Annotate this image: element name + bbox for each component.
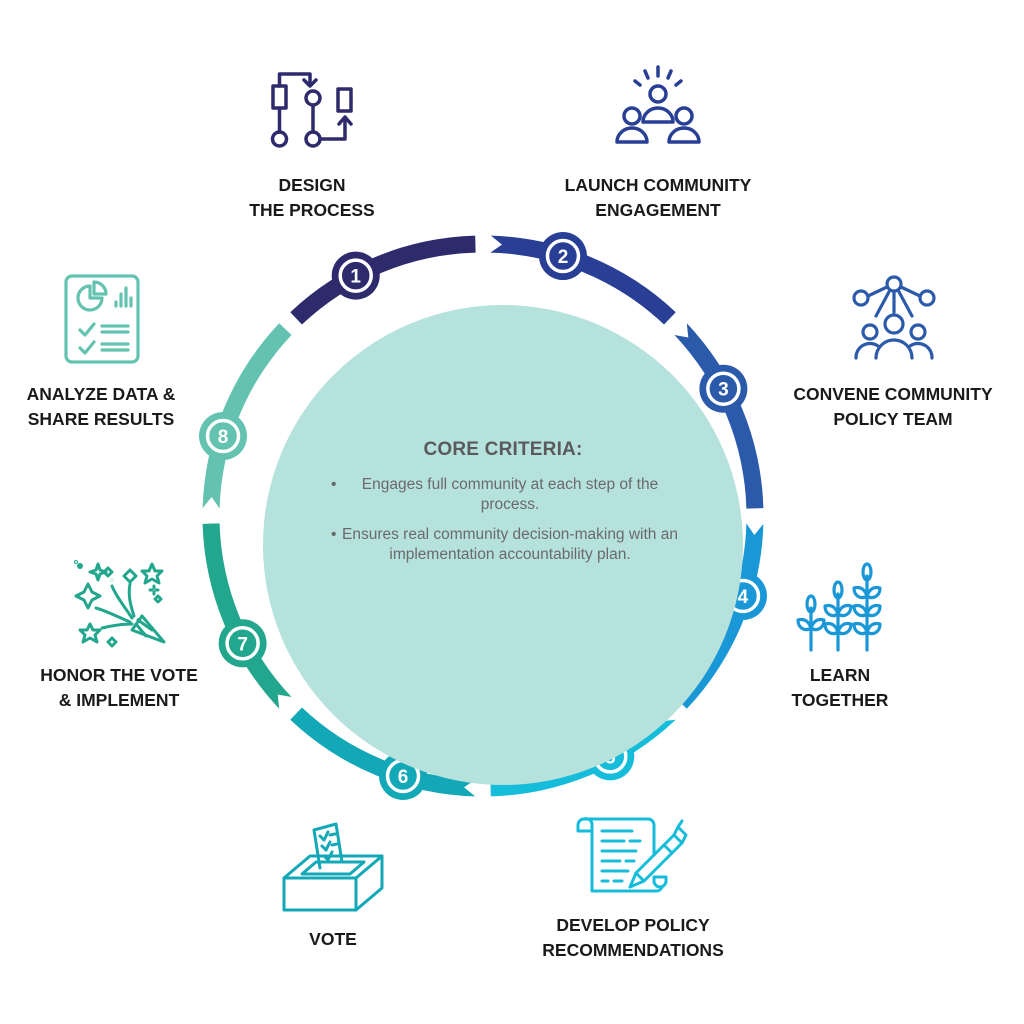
growing-plants-icon: [796, 562, 882, 652]
core-criteria-item: Ensures real community decision-making w…: [325, 525, 681, 565]
step-number: 8: [218, 427, 229, 448]
ballot-box-icon: [282, 822, 384, 912]
step-7-label: HONOR THE VOTE & IMPLEMENT: [40, 663, 198, 713]
flowchart-icon: [270, 72, 353, 148]
ring-segment-8: [202, 323, 292, 509]
ring-segment-3: [674, 323, 764, 509]
step-6-label-line: VOTE: [309, 929, 357, 949]
step-5-label-line: RECOMMENDATIONS: [542, 940, 724, 960]
step-5-label-line: DEVELOP POLICY: [556, 915, 710, 935]
network-team-icon: [852, 275, 936, 360]
step-node-7: 7: [218, 619, 267, 668]
step-number: 7: [237, 634, 248, 655]
step-6-label: VOTE: [309, 927, 357, 952]
party-popper-icon: [74, 560, 166, 648]
step-number: 3: [718, 380, 729, 401]
report-chart-icon: [64, 274, 140, 364]
step-8-label-line: SHARE RESULTS: [27, 409, 175, 429]
step-7-label-line: HONOR THE VOTE: [40, 665, 198, 685]
step-node-inner-ring: [338, 258, 373, 293]
step-2-label-line: LAUNCH COMMUNITY: [564, 175, 752, 195]
step-node-1: 1: [331, 251, 380, 300]
step-1-label: DESIGN THE PROCESS: [249, 173, 374, 223]
step-4-label-line: LEARN: [809, 665, 871, 685]
people-announcement-icon: [615, 65, 701, 144]
ring-segment-7: [202, 523, 292, 709]
step-node-2: 2: [538, 232, 587, 281]
step-number: 2: [558, 247, 569, 268]
step-number: 4: [738, 587, 749, 608]
step-2-label: LAUNCH COMMUNITY ENGAGEMENT: [565, 173, 752, 223]
step-node-3: 3: [699, 364, 748, 413]
step-3-label-line: POLICY TEAM: [833, 409, 953, 429]
core-criteria-circle: CORE CRITERIA: Engages full community at…: [263, 305, 743, 785]
step-number: 6: [398, 767, 409, 788]
step-node-inner-ring: [225, 626, 260, 661]
step-number: 1: [350, 267, 361, 288]
step-2-label-line: ENGAGEMENT: [595, 200, 721, 220]
step-8-label-line: ANALYZE DATA &: [26, 384, 176, 404]
core-criteria-item: Engages full community at each step of t…: [325, 475, 681, 515]
ring-segment-1: [290, 235, 476, 325]
document-pen-icon: [576, 817, 688, 893]
ring-segment-2: [490, 235, 676, 325]
step-node-inner-ring: [545, 238, 581, 274]
step-3-label: CONVENE COMMUNITY POLICY TEAM: [793, 382, 992, 432]
step-node-8: 8: [199, 412, 248, 461]
step-1-label-line: THE PROCESS: [249, 200, 375, 220]
step-node-inner-ring: [205, 418, 241, 454]
core-criteria-title: CORE CRITERIA:: [423, 439, 583, 460]
step-4-label-line: TOGETHER: [791, 690, 889, 710]
step-1-label-line: DESIGN: [278, 175, 346, 195]
step-7-label-line: & IMPLEMENT: [58, 690, 180, 710]
step-5-label: DEVELOP POLICY RECOMMENDATIONS: [542, 913, 723, 963]
step-node-inner-ring: [706, 371, 741, 406]
step-4-label: LEARN TOGETHER: [792, 663, 889, 713]
step-8-label: ANALYZE DATA & SHARE RESULTS: [27, 382, 176, 432]
ring-segment-6: [290, 707, 476, 797]
step-3-label-line: CONVENE COMMUNITY: [793, 384, 993, 404]
core-criteria-list: Engages full community at each step of t…: [325, 475, 681, 575]
